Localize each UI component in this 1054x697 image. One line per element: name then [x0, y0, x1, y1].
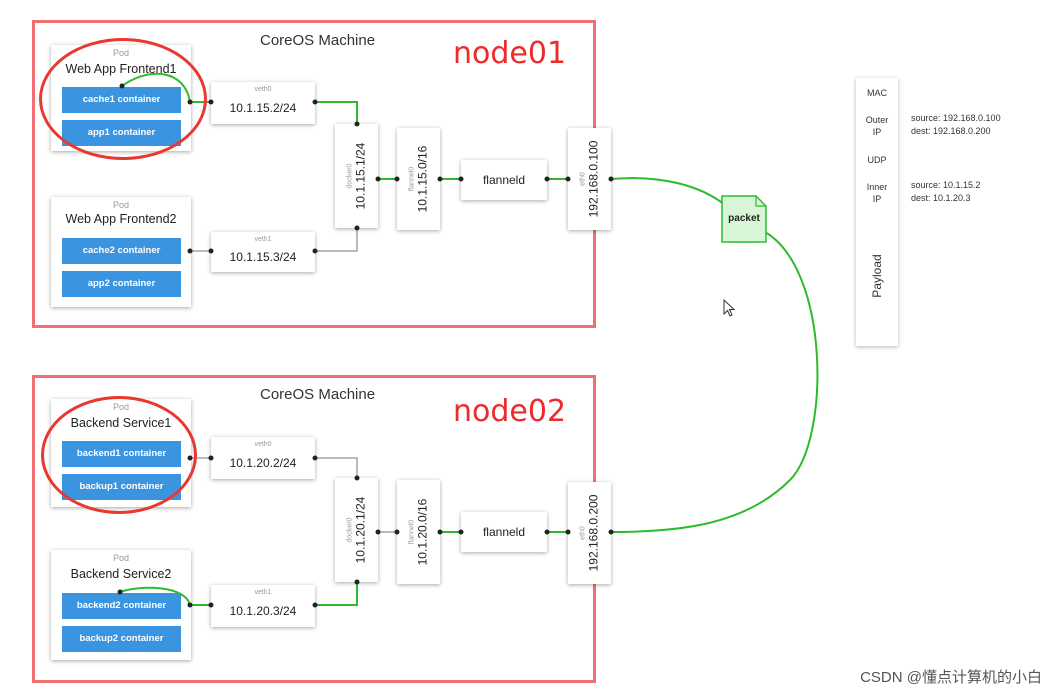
- legend-outer-ip-line2: IP: [872, 127, 882, 137]
- interface-name: veth1: [254, 589, 272, 596]
- node01-pod-web-app-frontend2: Pod Web App Frontend2 cache2 container a…: [51, 197, 191, 307]
- node02-flanneld: flanneld: [461, 512, 547, 552]
- backup2-container: backup2 container: [62, 626, 181, 652]
- packet-structure-legend: MAC Outer IP UDP Inner IP Payload: [856, 78, 898, 346]
- legend-outer-ip-line1: Outer: [865, 115, 889, 125]
- node01-veth0: veth0 10.1.15.2/24: [211, 82, 315, 124]
- pod-name: Backend Service2: [70, 567, 172, 581]
- node01-label: node01: [453, 36, 567, 71]
- node02-veth1: veth1 10.1.20.3/24: [211, 585, 315, 627]
- backend2-container: backend2 container: [62, 593, 181, 619]
- mouse-cursor-icon: [723, 298, 736, 317]
- app2-container: app2 container: [62, 271, 181, 297]
- packet-label: packet: [728, 213, 760, 224]
- inner-dest-address: dest: 10.1.20.3: [911, 193, 971, 203]
- pod-kind-label: Pod: [112, 553, 129, 563]
- wire-backend2-veth1: [119, 586, 211, 606]
- cache2-container: cache2 container: [62, 238, 181, 264]
- highlight-circle-node02-pod: [41, 396, 197, 514]
- node01-flanneld: flanneld: [461, 160, 547, 200]
- packet-icon: [721, 195, 767, 243]
- interface-ip: 10.1.20.2/24: [229, 456, 297, 470]
- wire-veth0-docker0: [315, 101, 358, 124]
- interface-ip: 10.1.15.3/24: [229, 250, 297, 264]
- interface-name: veth0: [254, 441, 272, 448]
- wire-eth0-packet: [610, 177, 726, 206]
- connection-dots: [117, 83, 614, 608]
- interface-name: veth1: [254, 236, 272, 243]
- wire-veth1-docker0: [315, 228, 358, 252]
- outer-dest-address: dest: 192.168.0.200: [911, 126, 991, 136]
- legend-inner-ip-line1: Inner: [866, 182, 888, 192]
- node02-machine-title: CoreOS Machine: [260, 386, 376, 403]
- interface-ip: 10.1.20.3/24: [229, 604, 297, 618]
- node01-veth1: veth1 10.1.15.3/24: [211, 232, 315, 272]
- wire-packet-node02-eth0: [610, 231, 819, 533]
- watermark: CSDN @懂点计算机的小白: [860, 669, 1042, 686]
- node02-veth0: veth0 10.1.20.2/24: [211, 437, 315, 479]
- pod-name: Web App Frontend2: [65, 212, 177, 226]
- interface-name: veth0: [254, 86, 272, 93]
- highlight-circle-node01-pod: [39, 38, 207, 160]
- legend-inner-ip-line2: IP: [872, 194, 882, 204]
- node02-pod-backend-service2: Pod Backend Service2 backend2 container …: [51, 550, 191, 660]
- interface-ip: 10.1.15.2/24: [229, 101, 297, 115]
- node01-machine-title: CoreOS Machine: [260, 32, 376, 49]
- legend-payload: Payload: [870, 254, 884, 298]
- outer-source-address: source: 192.168.0.100: [911, 113, 1001, 123]
- pod-kind-label: Pod: [112, 200, 129, 210]
- inner-source-address: source: 10.1.15.2: [911, 180, 981, 190]
- legend-mac: MAC: [867, 88, 887, 98]
- wire-veth0-docker0-node02: [315, 457, 358, 478]
- wire-veth1-docker0-node02: [315, 582, 358, 606]
- legend-udp: UDP: [867, 155, 887, 165]
- node02-label: node02: [453, 394, 567, 429]
